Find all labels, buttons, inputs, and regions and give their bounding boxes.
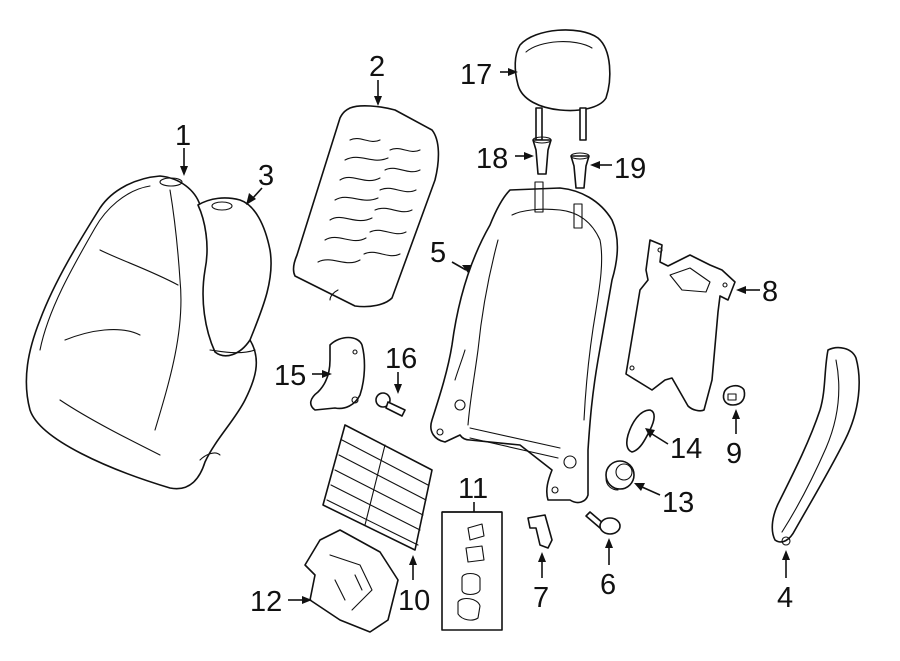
part-11-fastener-kit[interactable] bbox=[441, 511, 503, 631]
part-10-wire-mat[interactable] bbox=[322, 424, 433, 551]
callout-10: 10 bbox=[398, 585, 430, 617]
callout-2: 2 bbox=[369, 51, 385, 83]
part-3-side-cover[interactable] bbox=[197, 197, 272, 357]
part-8-back-panel[interactable] bbox=[625, 239, 736, 412]
part-19-headrest-guide-lock[interactable] bbox=[570, 152, 590, 189]
part-9-clip[interactable] bbox=[722, 384, 746, 406]
callout-19: 19 bbox=[614, 153, 646, 185]
callout-17: 17 bbox=[460, 59, 492, 91]
part-13-knob[interactable] bbox=[605, 460, 635, 491]
leader-lines bbox=[180, 68, 790, 604]
part-17-headrest[interactable] bbox=[514, 29, 611, 141]
callout-16: 16 bbox=[385, 343, 417, 375]
callout-15: 15 bbox=[274, 360, 306, 392]
callout-11: 11 bbox=[458, 473, 488, 505]
callout-9: 9 bbox=[726, 438, 742, 470]
part-12-lumbar-plate[interactable] bbox=[304, 529, 399, 633]
part-5-seat-back-frame[interactable] bbox=[430, 181, 619, 504]
callout-12: 12 bbox=[250, 586, 282, 618]
part-18-headrest-guide[interactable] bbox=[532, 136, 552, 175]
part-7-bracket[interactable] bbox=[527, 514, 553, 549]
part-4-side-trim[interactable] bbox=[771, 346, 860, 546]
callout-1: 1 bbox=[175, 120, 191, 152]
callout-labels: 1 2 3 4 5 6 7 8 9 10 11 12 13 14 15 16 1… bbox=[175, 51, 793, 618]
part-16-fastener[interactable] bbox=[375, 392, 406, 417]
callout-14: 14 bbox=[670, 433, 702, 465]
part-6-bolt[interactable] bbox=[585, 511, 621, 535]
callout-13: 13 bbox=[662, 487, 694, 519]
callout-6: 6 bbox=[600, 569, 616, 601]
callout-8: 8 bbox=[762, 276, 778, 308]
part-15-cover[interactable] bbox=[309, 336, 366, 411]
callout-7: 7 bbox=[533, 582, 549, 614]
callout-18: 18 bbox=[476, 143, 508, 175]
part-2-heating-pad[interactable] bbox=[292, 105, 440, 308]
callout-4: 4 bbox=[777, 582, 793, 614]
callout-5: 5 bbox=[430, 237, 446, 269]
callout-3: 3 bbox=[258, 160, 274, 192]
